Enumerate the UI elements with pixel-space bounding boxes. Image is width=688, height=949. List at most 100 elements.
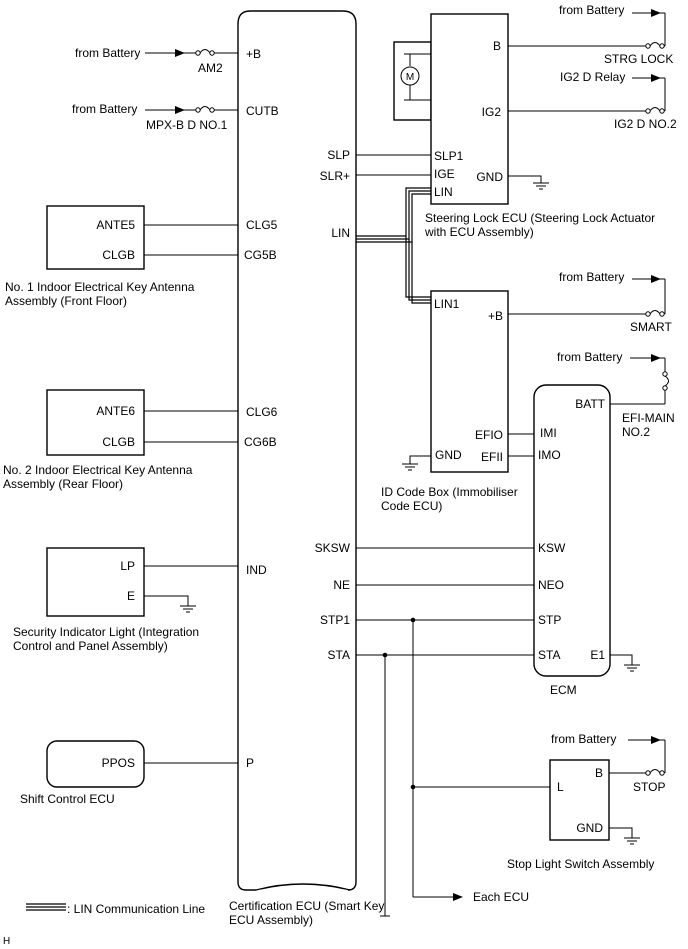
pin-sta: STA	[328, 648, 350, 662]
antenna2-name-line2: Assembly (Rear Floor)	[3, 477, 123, 491]
steering-lock-name-line1: Steering Lock ECU (Steering Lock Actuato…	[425, 211, 655, 225]
ground-icon	[623, 664, 641, 672]
steering-lock-pin-gnd: GND	[476, 170, 503, 184]
pin-plus-b: +B	[246, 47, 261, 61]
stop-switch-box	[549, 759, 610, 841]
certification-ecu-box	[237, 10, 357, 891]
pin-stp1: STP1	[320, 613, 350, 627]
ecm-pin-e1: E1	[590, 648, 605, 662]
steering-lock-name-line2: with ECU Assembly)	[424, 225, 534, 239]
stop-fuse-icon	[645, 769, 665, 776]
steering-lock-pin-ig2: IG2	[482, 105, 502, 119]
ecm-pin-neo: NEO	[538, 578, 564, 592]
security-light-box	[46, 547, 145, 617]
antenna2-pin-clgb: CLGB	[102, 435, 135, 449]
steering-lock-pin-ige: IGE	[434, 167, 455, 181]
motor-label: M	[406, 72, 414, 83]
security-light-pin-lp: LP	[120, 559, 135, 573]
antenna1-name-line1: No. 1 Indoor Electrical Key Antenna	[5, 280, 195, 294]
ecm-pin-batt: BATT	[575, 397, 605, 411]
id-code-pin-efii: EFII	[481, 450, 503, 464]
ecm-name: ECM	[550, 683, 577, 697]
shift-ecu-name: Shift Control ECU	[20, 792, 115, 806]
id-code-box	[430, 290, 509, 473]
efi-fuse-label-line2: NO.2	[622, 425, 650, 439]
pin-cg5b: CG5B	[244, 248, 277, 262]
smart-fuse-icon	[645, 310, 665, 317]
steering-lock-ecu-box	[430, 13, 509, 205]
id-code-name-line2: Code ECU)	[381, 499, 442, 513]
antenna1-box	[46, 205, 145, 270]
steering-lock-pin-b: B	[493, 39, 501, 53]
stop-switch-name: Stop Light Switch Assembly	[507, 857, 654, 871]
ecm-pin-imi: IMI	[540, 426, 557, 440]
ground-icon	[179, 605, 197, 613]
pin-p: P	[246, 756, 254, 770]
antenna1-pin-ante: ANTE5	[96, 218, 135, 232]
steering-lock-pin-slp1: SLP1	[434, 149, 464, 163]
mpx-fuse-icon	[195, 106, 215, 113]
smart-fuse-label: SMART	[630, 320, 672, 334]
ground-icon	[623, 837, 641, 845]
id-code-name-line1: ID Code Box (Immobiliser	[381, 485, 518, 499]
security-light-pin-e: E	[127, 589, 135, 603]
strg-fuse-label: STRG LOCK	[604, 52, 673, 66]
smart-source-label: from Battery	[559, 270, 624, 284]
ground-icon	[401, 463, 419, 471]
am2-fuse-icon	[195, 49, 215, 56]
pin-cg6b: CG6B	[244, 435, 277, 449]
shift-ecu-box	[46, 740, 145, 788]
ecm-pin-sta: STA	[538, 648, 560, 662]
mpx-source-label: from Battery	[72, 102, 137, 116]
strg-source-label: from Battery	[559, 3, 624, 17]
pin-clg6: CLG6	[246, 405, 278, 419]
legend-label: : LIN Communication Line	[67, 902, 205, 916]
shift-ecu-pin-ppos: PPOS	[102, 756, 135, 770]
pin-lin: LIN	[331, 226, 350, 240]
ecm-box	[533, 384, 611, 677]
ig2-source-label: IG2 D Relay	[560, 70, 625, 84]
am2-fuse-label: AM2	[198, 61, 223, 75]
stop-fuse-label: STOP	[633, 780, 665, 794]
ig2-fuse-label: IG2 D NO.2	[614, 117, 677, 131]
pin-slr-plus: SLR+	[320, 169, 350, 183]
ecm-pin-ksw: KSW	[538, 541, 566, 555]
ground-icon	[532, 182, 550, 190]
lin-bus	[356, 187, 431, 304]
antenna2-box	[46, 389, 145, 456]
antenna2-name-line1: No. 2 Indoor Electrical Key Antenna	[3, 463, 193, 477]
id-code-pin-gnd: GND	[435, 448, 462, 462]
legend-lin-line	[26, 903, 66, 911]
pin-slp: SLP	[327, 148, 350, 162]
stop-source-label: from Battery	[551, 732, 616, 746]
corner-mark: H	[3, 936, 10, 947]
antenna2-pin-ante: ANTE6	[96, 404, 135, 418]
security-light-name-line1: Security Indicator Light (Integration	[13, 625, 199, 639]
efi-fuse-icon	[662, 371, 669, 391]
steering-lock-pin-lin: LIN	[434, 185, 453, 199]
antenna1-pin-clgb: CLGB	[102, 248, 135, 262]
each-ecu-label: Each ECU	[473, 890, 529, 904]
pin-clg5: CLG5	[246, 218, 278, 232]
stop-switch-pin-b: B	[595, 766, 603, 780]
pin-ind: IND	[246, 563, 267, 577]
am2-source-label: from Battery	[75, 46, 140, 60]
ecm-pin-stp: STP	[538, 613, 561, 627]
stop-switch-pin-gnd: GND	[576, 821, 603, 835]
certification-ecu-name-line1: Certification ECU (Smart Key	[229, 899, 384, 913]
mpx-fuse-label: MPX-B D NO.1	[146, 118, 228, 132]
id-code-pin-plus-b: +B	[488, 309, 503, 323]
ig2-fuse-icon	[645, 107, 665, 114]
antenna1-name-line2: Assembly (Front Floor)	[5, 294, 127, 308]
security-light-name-line2: Control and Panel Assembly)	[13, 639, 168, 653]
efi-fuse-label-line1: EFI-MAIN	[622, 411, 675, 425]
pin-cutb: CUTB	[246, 104, 279, 118]
strg-fuse-icon	[645, 42, 665, 49]
ecm-pin-imo: IMO	[538, 448, 561, 462]
stop-switch-pin-l: L	[557, 780, 564, 794]
certification-ecu-name-line2: ECU Assembly)	[229, 913, 313, 927]
efi-source-label: from Battery	[557, 350, 622, 364]
id-code-pin-lin1: LIN1	[434, 297, 460, 311]
id-code-pin-efio: EFIO	[475, 428, 503, 442]
